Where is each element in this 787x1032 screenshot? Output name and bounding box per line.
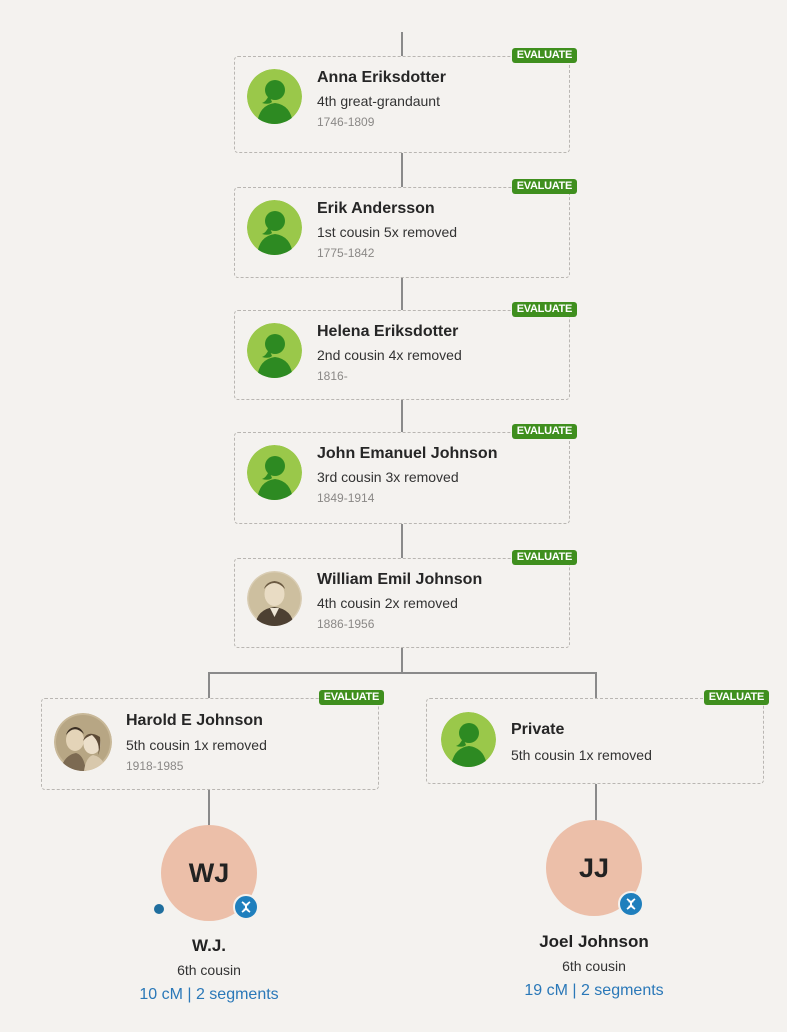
person-card[interactable]: EVALUATE Erik Andersson 1st cousin 5x re… bbox=[234, 179, 577, 278]
evaluate-button[interactable]: EVALUATE bbox=[511, 302, 577, 317]
person-card[interactable]: EVALUATE Harold E Johnson 5th cousin 1x … bbox=[41, 690, 384, 790]
relationship-label: 4th great-grandaunt bbox=[317, 93, 440, 109]
connector-line bbox=[595, 672, 597, 698]
match-initials: WJ bbox=[188, 857, 230, 888]
connector-line bbox=[208, 672, 596, 674]
match-initials: JJ bbox=[578, 852, 610, 883]
person-name[interactable]: Anna Eriksdotter bbox=[317, 69, 446, 86]
connector-line bbox=[401, 524, 403, 558]
life-dates: 1746-1809 bbox=[317, 115, 375, 129]
relationship-label: 1st cousin 5x removed bbox=[317, 224, 458, 240]
couple-photo bbox=[54, 713, 112, 771]
life-dates: 1918-1985 bbox=[126, 759, 184, 773]
person-card[interactable]: EVALUATE William Emil Johnson 4th cousin… bbox=[234, 550, 577, 648]
person-name[interactable]: Private bbox=[511, 721, 565, 738]
status-dot bbox=[154, 904, 164, 914]
evaluate-button[interactable]: EVALUATE bbox=[511, 48, 577, 63]
person-name[interactable]: Helena Eriksdotter bbox=[317, 323, 459, 340]
relationship-label: 5th cousin 1x removed bbox=[126, 737, 267, 753]
connector-line bbox=[208, 672, 210, 698]
life-dates: 1775-1842 bbox=[317, 246, 375, 260]
shared-dna-link[interactable]: 10 cM | 2 segments bbox=[139, 986, 279, 1003]
connector-line bbox=[401, 648, 403, 673]
person-card[interactable]: EVALUATE Helena Eriksdotter 2nd cousin 4… bbox=[234, 302, 577, 400]
female-silhouette-icon bbox=[247, 445, 302, 500]
match-name[interactable]: Joel Johnson bbox=[539, 932, 649, 951]
dna-icon bbox=[618, 891, 644, 917]
life-dates: 1816- bbox=[317, 369, 348, 383]
person-name[interactable]: Erik Andersson bbox=[317, 200, 435, 217]
person-name[interactable]: John Emanuel Johnson bbox=[317, 445, 498, 462]
dna-icon bbox=[233, 894, 259, 920]
match-name[interactable]: W.J. bbox=[191, 936, 226, 955]
female-silhouette-icon bbox=[441, 712, 496, 767]
person-name[interactable]: William Emil Johnson bbox=[317, 571, 483, 588]
female-silhouette-icon bbox=[247, 200, 302, 255]
life-dates: 1849-1914 bbox=[317, 491, 375, 505]
connector-line bbox=[208, 790, 210, 828]
connector-line bbox=[401, 32, 403, 56]
evaluate-button[interactable]: EVALUATE bbox=[511, 179, 577, 194]
portrait-photo bbox=[247, 571, 302, 626]
evaluate-button[interactable]: EVALUATE bbox=[703, 690, 769, 705]
person-card[interactable]: EVALUATE John Emanuel Johnson 3rd cousin… bbox=[234, 424, 577, 524]
match-relationship: 6th cousin bbox=[177, 962, 241, 978]
person-name[interactable]: Harold E Johnson bbox=[126, 712, 263, 729]
relationship-label: 3rd cousin 3x removed bbox=[317, 469, 459, 485]
connector-line bbox=[595, 784, 597, 822]
evaluate-button[interactable]: EVALUATE bbox=[511, 424, 577, 439]
match-relationship: 6th cousin bbox=[562, 958, 626, 974]
evaluate-button[interactable]: EVALUATE bbox=[511, 550, 577, 565]
connector-line bbox=[401, 153, 403, 187]
female-silhouette-icon bbox=[247, 69, 302, 124]
connector-line bbox=[401, 400, 403, 432]
relationship-label: 2nd cousin 4x removed bbox=[317, 347, 462, 363]
female-silhouette-icon bbox=[247, 323, 302, 378]
person-card[interactable]: EVALUATE Anna Eriksdotter 4th great-gran… bbox=[234, 48, 577, 153]
life-dates: 1886-1956 bbox=[317, 617, 375, 631]
person-card[interactable]: EVALUATE Private 5th cousin 1x removed bbox=[426, 690, 769, 784]
relationship-label: 5th cousin 1x removed bbox=[511, 747, 652, 763]
relationship-label: 4th cousin 2x removed bbox=[317, 595, 458, 611]
connector-line bbox=[401, 278, 403, 310]
shared-dna-link[interactable]: 19 cM | 2 segments bbox=[524, 982, 664, 999]
evaluate-button[interactable]: EVALUATE bbox=[318, 690, 384, 705]
